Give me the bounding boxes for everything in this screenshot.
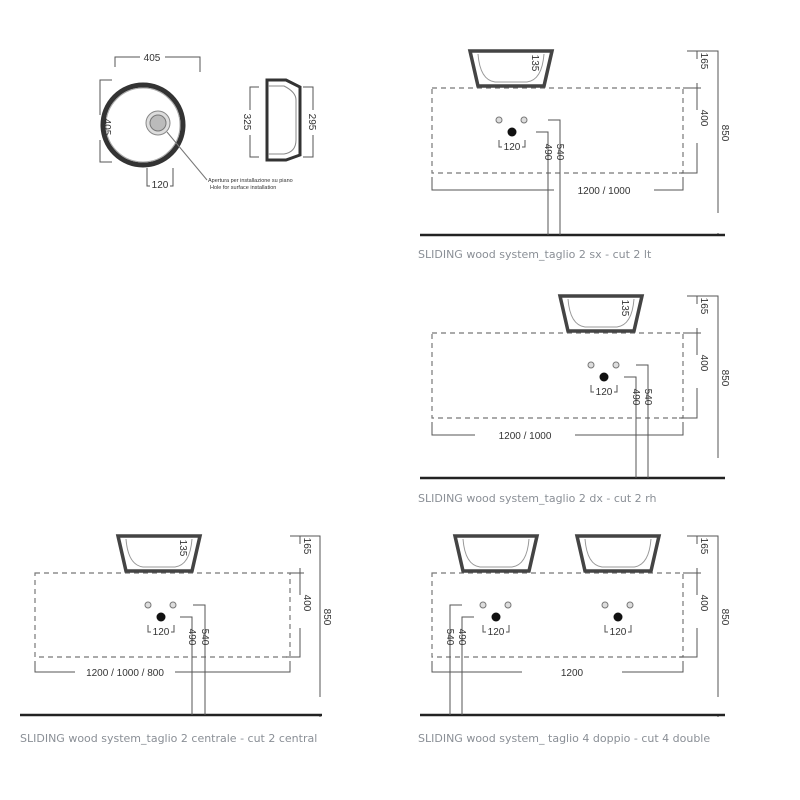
total-height-label: 850 [321,609,332,626]
top-height-label: 165 [301,538,312,555]
hole-spacing-label: 120 [504,142,521,153]
hole-spacing-label: 120 [153,627,170,638]
note-italian: Apertura per installazione su piano [208,178,293,184]
drain-height-b-label: 540 [554,144,565,161]
basin-section [452,534,540,573]
waste-outlet-icon [599,372,609,382]
tap-hole-icon [479,601,487,609]
cabinet-height-label: 400 [698,110,709,127]
cabinet-outline [431,332,684,419]
waste-outlet-icon [613,612,623,622]
tap-hole-icon [520,116,528,124]
drain-height-a-label: 490 [456,629,467,646]
cabinet-width-label: 1200 / 1000 [499,431,552,442]
panel-caption: SLIDING wood system_ taglio 4 doppio - c… [418,732,710,745]
waste-outlet-icon [507,127,517,137]
top-hole-label: 120 [152,180,169,191]
cabinet-width-label: 1200 / 1000 / 800 [86,668,164,679]
top-depth-label: 405 [101,119,112,136]
cabinet-outline [34,572,291,658]
waste-outlet-icon [491,612,501,622]
waste-outlet-icon [156,612,166,622]
hole-spacing-label: 120 [488,627,505,638]
tap-hole-icon [612,361,620,369]
drain-height-b-label: 540 [199,629,210,646]
total-height-label: 850 [719,609,730,626]
tap-hole-icon [601,601,609,609]
cabinet-height-label: 400 [698,355,709,372]
hole-spacing-label: 120 [596,387,613,398]
top-height-label: 165 [698,298,709,315]
cabinet-width-label: 1200 / 1000 [578,186,631,197]
cabinet-width-label: 1200 [561,668,584,679]
cabinet-outline [431,572,684,658]
basin-section [467,49,555,88]
tap-hole-icon [504,601,512,609]
panel-caption: SLIDING wood system_taglio 2 dx - cut 2 … [418,492,656,505]
total-height-label: 850 [719,370,730,387]
top-view: 405 405 120 Apertura per installazione s… [99,53,293,191]
drain-height-b-label: 540 [642,389,653,406]
cabinet-height-label: 400 [698,595,709,612]
tap-hole-icon [587,361,595,369]
basin-section [557,294,645,333]
tap-hole-icon [495,116,503,124]
top-height-label: 165 [698,53,709,70]
drain-height-a-label: 490 [630,389,641,406]
basin-depth-label: 135 [529,55,540,72]
top-height-label: 165 [698,538,709,555]
panel-caption: SLIDING wood system_taglio 2 centrale - … [20,732,317,745]
total-height-label: 850 [719,125,730,142]
basin-section [574,534,662,573]
side-outer-label: 325 [241,114,252,131]
basin-depth-label: 135 [177,540,188,557]
drain-height-a-label: 490 [186,629,197,646]
side-inner-label: 295 [306,114,317,131]
basin-rim-circle [100,82,186,168]
note-english: Hole for surface installation [210,185,276,191]
panel-caption: SLIDING wood system_taglio 2 sx - cut 2 … [418,248,652,261]
drain-height-b-label: 540 [444,629,455,646]
basin-depth-label: 135 [619,300,630,317]
top-width-label: 405 [144,53,161,64]
drain-height-a-label: 490 [542,144,553,161]
hole-spacing-label: 120 [610,627,627,638]
tap-hole-icon [144,601,152,609]
side-view: 325 295 [241,78,317,162]
cabinet-outline [431,87,684,174]
tap-hole-icon [169,601,177,609]
cabinet-height-label: 400 [301,595,312,612]
tap-hole-icon [626,601,634,609]
basin-section [115,534,203,573]
